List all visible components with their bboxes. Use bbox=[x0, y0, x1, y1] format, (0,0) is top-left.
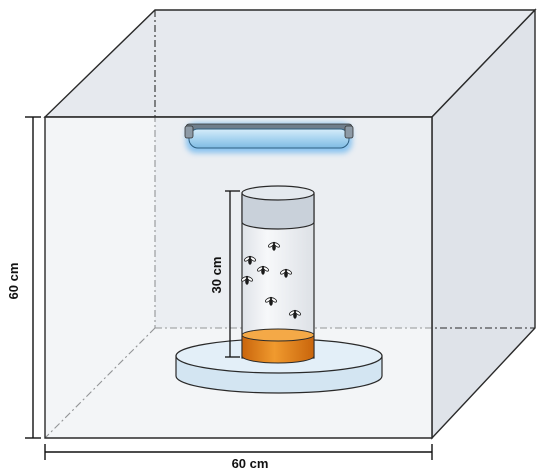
box-height-label: 60 cm bbox=[6, 263, 21, 300]
tube-height-label: 30 cm bbox=[209, 257, 224, 294]
box-width-dimension: 60 cm bbox=[44, 444, 433, 471]
box-height-dimension: 60 cm bbox=[6, 116, 41, 439]
uv-lamp-icon bbox=[184, 123, 354, 153]
tube-height-dimension: 30 cm bbox=[209, 190, 240, 358]
box-width-label: 60 cm bbox=[232, 456, 269, 471]
base-platform bbox=[175, 338, 383, 394]
fly-tube bbox=[241, 185, 315, 364]
